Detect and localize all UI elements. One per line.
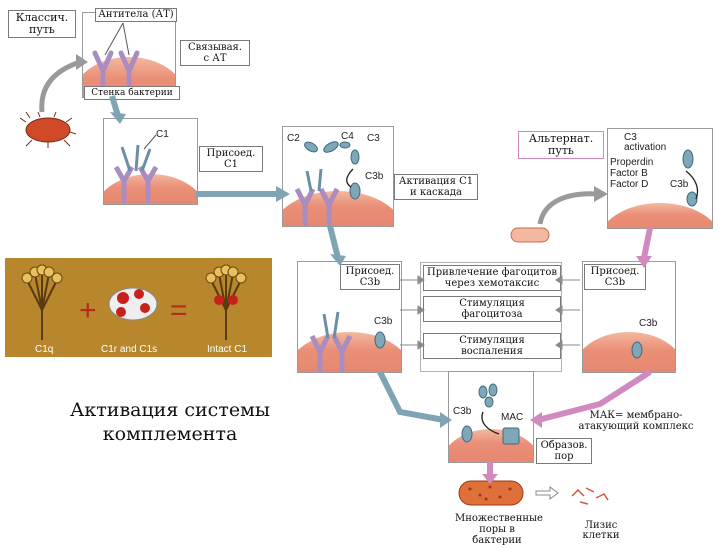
c3b-right-label: C3b [670, 179, 689, 190]
arrowhead [110, 112, 126, 124]
complement-proteins-icon [294, 141, 361, 226]
c3b-right-panel: C3b [582, 261, 676, 373]
label-join-c1: Присоед. C1 [199, 146, 263, 172]
porous-bacterium-icon [458, 480, 524, 506]
c3-activation-label: C3 activation [624, 132, 667, 153]
label-classic-path: Классич. путь [8, 10, 76, 38]
label-alternative-path: Альтернат. путь [518, 131, 604, 159]
arrow-antibody-to-c1 [109, 95, 121, 117]
c1q-icon [21, 264, 63, 340]
arrow-c3b-to-mac [377, 370, 445, 423]
arrowhead [440, 412, 452, 428]
arrow-right-icon [535, 486, 559, 500]
curved-arrow-alt-icon [537, 186, 608, 225]
c3-label: C3 [367, 133, 380, 144]
arrow-alt-to-mac [537, 369, 652, 423]
c1q-label: C1q [35, 344, 54, 355]
c3b-label: C3b [365, 171, 384, 182]
c3b-bound-icon [309, 311, 386, 372]
label-phagocyte-chemotaxis: Привлечение фагоцитов через хемотаксис [423, 265, 561, 291]
label-antibody: Антитела (АТ) [95, 8, 177, 22]
c3b-mid-right-label: C3b [639, 318, 658, 329]
bacterium-icon [20, 112, 76, 148]
plus-sign: + [79, 294, 97, 327]
label-c1-activation: Активация C1 и каскада [394, 174, 478, 200]
c1r-c1s-icon [108, 287, 158, 321]
label-membrane: Стенка бактерии [84, 86, 180, 100]
label-bind-antibody: Связывая. с АТ [180, 40, 250, 66]
arrowhead [636, 256, 652, 268]
c3-protein-icon [682, 149, 699, 207]
mac-complex-icon [461, 383, 520, 445]
membrane-shape [583, 332, 675, 372]
properdin-label: Properdin Factor B Factor D [610, 157, 654, 190]
c1r-c1s-label: C1r and C1s [101, 344, 158, 355]
label-join-c3b-left: Присоед. C3b [340, 264, 400, 290]
intact-c1-icon [205, 264, 247, 340]
c3b-protein-icon [631, 341, 643, 359]
c1-label: C1 [156, 129, 169, 140]
arrowhead [530, 412, 542, 428]
c1-assembly-panel: C1q + C1r and C1s = Intact C1 [5, 258, 272, 357]
curved-arrow-icon [39, 54, 88, 113]
intact-c1-label: Intact C1 [207, 344, 248, 355]
c3b-left-panel: C3b [297, 261, 402, 373]
c4-label: C4 [341, 131, 354, 142]
arrowhead [276, 186, 290, 202]
label-cell-lysis: Лизис клетки [562, 519, 640, 543]
c1-binding-panel: C1 [103, 118, 198, 205]
label-phagocytosis-stim: Стимуляция фагоцитоза [423, 296, 561, 322]
c1-complex-icon [113, 134, 159, 203]
main-title: Активация системы комплемента [70, 399, 270, 445]
lysed-cell-icon [571, 487, 609, 505]
arrowhead [330, 254, 346, 266]
label-mac-description: МАК= мембрано- атакующий комплекс [575, 408, 697, 434]
alternative-panel: C3 activation Properdin Factor B Factor … [607, 128, 713, 229]
arrow-cascade-to-c3b [327, 225, 341, 259]
arrowhead [482, 474, 498, 484]
label-pore-formation: Образов. пор [536, 438, 592, 464]
c3b-mac-label: C3b [453, 406, 472, 417]
cascade-panel: C2 C4 C3 C3b [282, 126, 394, 227]
antibody-icon [92, 22, 140, 94]
mac-label: MAC [501, 412, 524, 423]
c3b-mid-left-label: C3b [374, 316, 393, 327]
arrow-alt-to-c3b [641, 227, 653, 259]
c2-label: C2 [287, 133, 300, 144]
bacterium-capsule-icon [510, 227, 550, 243]
label-inflammation-stim: Стимуляция воспаления [423, 333, 561, 359]
mac-panel: C3b MAC [448, 371, 534, 463]
label-join-c3b-right: Присоед. C3b [584, 264, 646, 290]
equals-sign: = [170, 294, 188, 327]
